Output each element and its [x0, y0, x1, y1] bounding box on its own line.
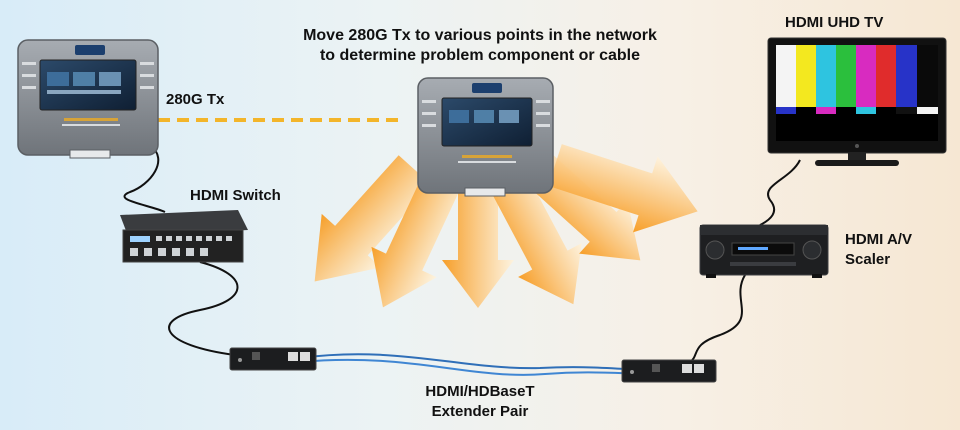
label-extender-pair: HDMI/HDBaseT Extender Pair	[400, 382, 560, 422]
arrow-right-high	[548, 144, 698, 233]
extender-right-device	[621, 359, 717, 383]
tx-center-brand-logo	[472, 83, 502, 93]
headline-line-1: Move 280G Tx to various points in the ne…	[303, 27, 657, 44]
label-extender-line-1: HDMI/HDBaseT	[425, 383, 535, 400]
label-280g-tx: 280G Tx	[166, 91, 225, 108]
label-extender-line-2: Extender Pair	[431, 403, 529, 420]
headline: Move 280G Tx to various points in the ne…	[270, 26, 690, 66]
label-hdmi-av-scaler: HDMI A/V Scaler	[845, 230, 912, 270]
label-scaler-line-1: HDMI A/V	[845, 231, 912, 248]
arrow-center	[442, 190, 514, 308]
cable-switch-to-extender	[168, 261, 239, 356]
extender-cable-a	[299, 353, 641, 371]
arrow-left	[314, 155, 432, 282]
cable-tx-to-switch	[123, 144, 166, 213]
tx-device-left	[17, 39, 159, 159]
av-scaler-device	[699, 224, 829, 278]
hdmi-switch-device	[120, 210, 248, 263]
label-hdmi-uhd-tv: HDMI UHD TV	[785, 14, 884, 31]
cable-scaler-to-extender	[689, 274, 746, 363]
cable-tv-to-scaler	[759, 159, 801, 226]
tx-device-center	[417, 77, 554, 197]
tx-left-brand-logo	[75, 45, 105, 55]
tv-device	[767, 37, 947, 166]
headline-line-2: to determine problem component or cable	[319, 47, 641, 64]
extender-left-device	[229, 347, 317, 371]
arrow-left-center	[371, 176, 459, 308]
label-scaler-line-2: Scaler	[845, 251, 891, 268]
tv-color-bars	[776, 45, 938, 114]
arrow-right-center	[492, 175, 582, 305]
label-hdmi-switch: HDMI Switch	[190, 187, 281, 204]
extender-cable-b	[299, 358, 646, 376]
